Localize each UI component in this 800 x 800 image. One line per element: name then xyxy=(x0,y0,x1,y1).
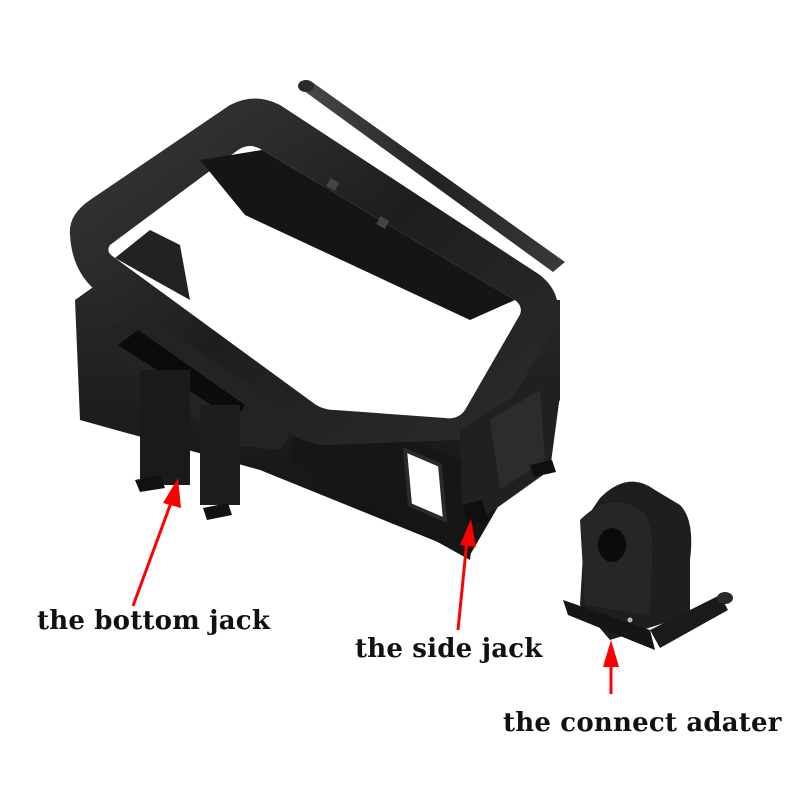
arrow-bottom-jack xyxy=(131,478,181,607)
side-jack-clip xyxy=(460,380,560,525)
arrow-side-jack xyxy=(456,519,476,631)
arrow-connect-adapter xyxy=(603,640,619,694)
bottom-jack-clip xyxy=(105,310,300,520)
label-connect-adapter: the connect adater xyxy=(503,708,782,738)
connect-adapter xyxy=(563,481,733,650)
label-bottom-jack: the bottom jack xyxy=(37,606,271,636)
top-hinge-rod xyxy=(298,80,565,272)
label-side-jack: the side jack xyxy=(355,634,543,664)
